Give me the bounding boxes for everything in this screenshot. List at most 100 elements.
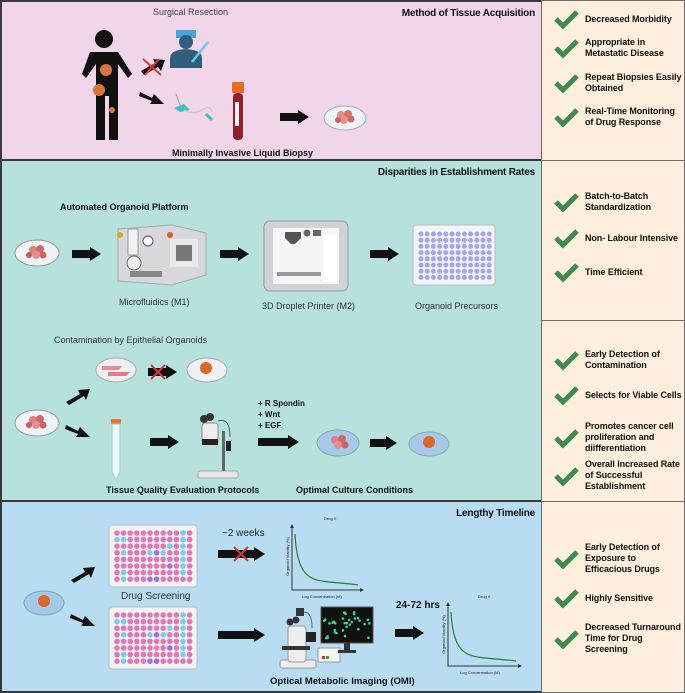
well (147, 536, 153, 543)
well (140, 543, 147, 549)
well (167, 625, 173, 631)
stereo-microscope-icon (197, 413, 239, 479)
checkmark-icon (554, 386, 579, 406)
well (134, 563, 140, 569)
well (134, 658, 140, 664)
fluorescent-cell (366, 618, 370, 622)
omi-plate (108, 606, 198, 670)
well (173, 576, 180, 582)
well (167, 612, 173, 618)
well (127, 536, 133, 543)
well (455, 243, 461, 249)
chart-title: Drug X (324, 516, 337, 521)
checkmark-icon (554, 39, 579, 59)
well (160, 536, 166, 543)
well (424, 274, 430, 280)
well (147, 638, 153, 645)
petri-dish-organoid-icon (14, 409, 60, 437)
well (424, 231, 430, 237)
well (127, 563, 133, 569)
benefit-item: Selects for Viable Cells (554, 385, 682, 406)
well (153, 638, 160, 645)
well (418, 256, 424, 262)
well (140, 569, 147, 576)
well (120, 658, 127, 664)
fluorescent-cell (363, 622, 366, 626)
well (167, 638, 173, 645)
well (140, 632, 147, 638)
fluorescent-cell (367, 636, 370, 640)
well (173, 543, 180, 549)
fluorescent-cell (341, 617, 345, 620)
well (424, 243, 430, 249)
well (120, 632, 127, 638)
well (486, 274, 492, 280)
well (186, 632, 193, 638)
drug-response-chart-2: Drug X Log Concentration (M) Organoid Vi… (438, 594, 528, 684)
well (486, 262, 492, 268)
well (140, 530, 147, 536)
well (134, 625, 140, 631)
arrow-up-icon (66, 389, 90, 405)
well (147, 618, 153, 625)
well (127, 569, 133, 576)
long-arrow-icon (218, 628, 265, 642)
well (186, 576, 193, 582)
well (147, 632, 153, 638)
well (455, 268, 461, 274)
label-surgical-resection: Surgical Resection (153, 7, 229, 17)
well (180, 658, 186, 664)
well (120, 569, 127, 576)
well (418, 250, 424, 256)
benefit-text: Decreased Morbidity (585, 13, 672, 24)
checkmark-icon (554, 193, 579, 213)
well (474, 256, 480, 262)
well (180, 563, 186, 569)
well (114, 556, 120, 563)
well (134, 645, 140, 651)
well (160, 638, 166, 645)
well (160, 658, 166, 664)
benefit-item: Appropriate in Metastatic Disease (554, 37, 684, 59)
well (167, 651, 173, 658)
well (180, 625, 186, 631)
well (449, 268, 455, 274)
arrow-icon (395, 626, 424, 640)
well (147, 625, 153, 631)
chart-title: Drug X (478, 594, 491, 599)
checkmark-icon (554, 74, 579, 94)
petri-dish-organoid-icon (323, 105, 367, 131)
benefit-item: Early Detection of Exposure to Efficacio… (554, 542, 684, 575)
fluorescent-cell (368, 622, 371, 625)
checkmark-icon (554, 229, 579, 249)
well (147, 563, 153, 569)
well (173, 563, 180, 569)
well (127, 658, 133, 664)
well (173, 536, 180, 543)
well (443, 250, 449, 256)
well (180, 618, 186, 625)
well (114, 543, 120, 549)
well (437, 243, 443, 249)
well (186, 658, 193, 664)
well (160, 651, 166, 658)
well (140, 536, 147, 543)
well (443, 262, 449, 268)
arrow-icon (370, 247, 399, 261)
epithelial-dish-icon (186, 357, 228, 383)
arrow-down-icon (70, 614, 95, 626)
well (147, 645, 153, 651)
well (443, 231, 449, 237)
well (468, 262, 474, 268)
drug-response-chart-1: Drug X Log Concentration (M) Organoid Vi… (284, 516, 374, 606)
benefit-text: Decreased Turnaround Time for Drug Scree… (585, 622, 681, 654)
well (120, 638, 127, 645)
precursor-wells (418, 231, 492, 280)
fluorescent-cell (345, 621, 349, 625)
well (418, 237, 424, 243)
well (127, 556, 133, 563)
well (134, 543, 140, 549)
well (153, 550, 160, 556)
benefit-text: Overall Increased Rate of Successful Est… (585, 459, 680, 491)
well (153, 632, 160, 638)
